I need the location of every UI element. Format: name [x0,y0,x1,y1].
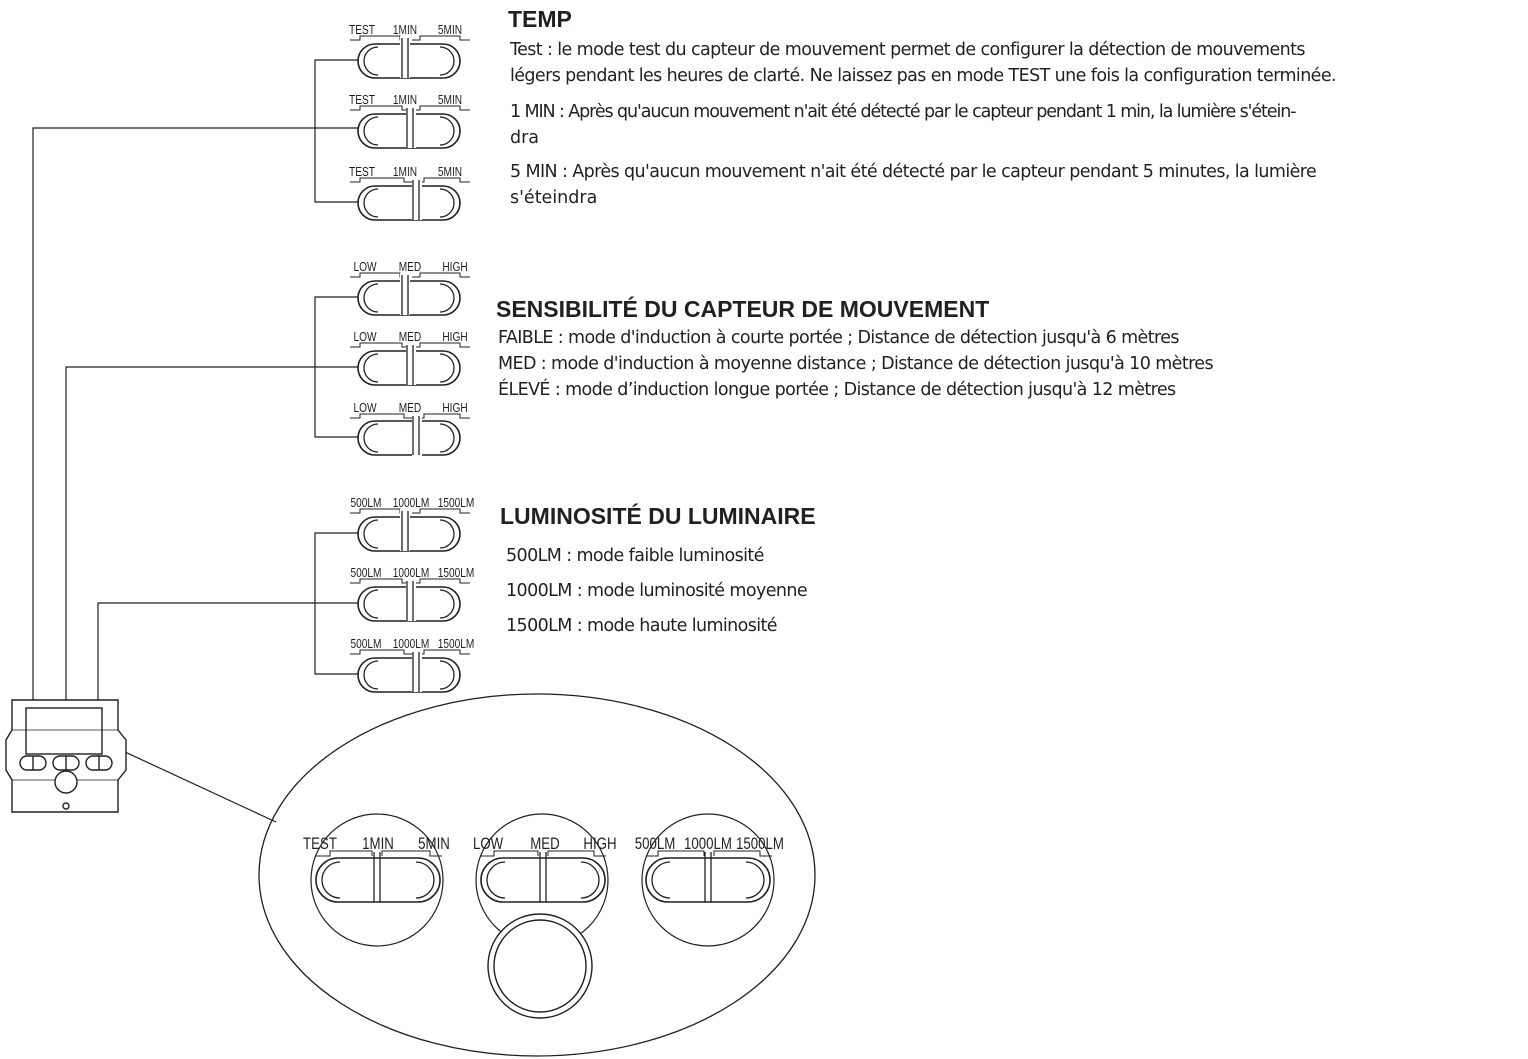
switch-label-high: HIGH [442,401,467,415]
switch-label-test: TEST [349,23,375,37]
temp-line-2: légers pendant les heures de clarté. Ne … [510,66,1337,86]
switch-label-med: MED [399,260,422,274]
brightness-line-2: 1000LM : mode luminosité moyenne [506,581,808,601]
device-window [25,707,103,755]
switch-label-1min: 1MIN [393,93,417,107]
switch-label-1500lm: 1500LM [736,835,784,854]
temp-heading: TEMP [508,6,572,32]
brightness-heading: LUMINOSITÉ DU LUMINAIRE [500,503,816,529]
brightness-switch-1500lm[interactable]: 500LM 1000LM 1500LM [350,637,475,693]
switch-label-high: HIGH [442,330,467,344]
switch-label-500lm: 500LM [351,566,382,580]
temp-switch-group: TEST 1MIN 5MIN TEST 1MIN 5MIN TEST 1MIN … [349,23,470,221]
switch-label-1000lm: 1000LM [684,835,732,854]
switch-label-low: LOW [353,260,376,274]
sensitivity-line-1: FAIBLE : mode d'induction à courte porté… [498,328,1179,348]
device-sensor-lens [54,770,78,794]
temp-line-5: 5 MIN : Après qu'aucun mouvement n'ait é… [510,162,1317,182]
switch-label-1min: 1MIN [362,835,394,854]
switch-label-1500lm: 1500LM [438,496,475,510]
wiring-lines [32,59,360,823]
device-screw [62,802,70,810]
switch-label-1000lm: 1000LM [393,637,430,651]
sensitivity-switch-group: LOW MED HIGH LOW MED HIGH LOW MED HIGH [350,260,470,456]
switch-label-low: LOW [473,835,504,854]
brightness-switch-group: 500LM 1000LM 1500LM 500LM 1000LM 1500LM … [350,496,475,693]
temp-line-3: 1 MIN : Après qu'aucun mouvement n'ait é… [510,102,1297,122]
switch-label-5min: 5MIN [418,835,450,854]
switch-label-med: MED [530,835,559,854]
temp-switch-test[interactable]: TEST 1MIN 5MIN [349,23,470,79]
brightness-switch-1000lm[interactable]: 500LM 1000LM 1500LM [350,566,475,622]
switch-label-test: TEST [303,835,337,854]
temp-switch-5min[interactable]: TEST 1MIN 5MIN [349,165,470,221]
temp-line-1: Test : le mode test du capteur de mouvem… [510,40,1306,60]
temp-line-4: dra [510,128,540,148]
brightness-line-3: 1500LM : mode haute luminosité [506,616,778,636]
switch-label-low: LOW [353,401,376,415]
switch-label-low: LOW [353,330,376,344]
switch-label-high: HIGH [442,260,467,274]
switch-label-500lm: 500LM [351,496,382,510]
switch-label-high: HIGH [583,835,616,854]
switch-label-test: TEST [349,165,375,179]
switch-label-1500lm: 1500LM [438,566,475,580]
switch-label-5min: 5MIN [438,93,462,107]
sensor-device [5,699,127,813]
switch-label-5min: 5MIN [438,23,462,37]
switch-label-med: MED [399,330,422,344]
switch-label-1000lm: 1000LM [393,496,430,510]
sensitivity-switch-med[interactable]: LOW MED HIGH [350,330,470,386]
temp-line-6: s'éteindra [510,188,598,208]
switch-label-1500lm: 1500LM [438,637,475,651]
detail-brightness-switch: 500LM 1000LM 1500LM [635,813,784,947]
switch-label-500lm: 500LM [635,835,676,854]
device-switch-middle [52,755,80,771]
switch-label-test: TEST [349,93,375,107]
brightness-line-1: 500LM : mode faible luminosité [506,546,764,566]
switch-label-5min: 5MIN [438,165,462,179]
switch-label-med: MED [399,401,422,415]
switch-label-1000lm: 1000LM [393,566,430,580]
switch-label-1min: 1MIN [393,165,417,179]
switch-label-1min: 1MIN [393,23,417,37]
sensitivity-line-2: MED : mode d'induction à moyenne distanc… [498,354,1214,374]
sensitivity-switch-low[interactable]: LOW MED HIGH [350,260,470,316]
detail-sensor-lens [487,913,593,1019]
detail-ellipse [258,693,816,1057]
detail-sensitivity-switch: LOW MED HIGH [473,813,617,947]
detail-zoom: TEST 1MIN 5MIN LOW MED HIGH [258,693,816,1057]
device-switch-left [19,755,47,771]
device-switch-right [85,755,113,771]
brightness-switch-500lm[interactable]: 500LM 1000LM 1500LM [350,496,475,552]
detail-temp-switch: TEST 1MIN 5MIN [303,813,450,947]
sensitivity-heading: SENSIBILITÉ DU CAPTEUR DE MOUVEMENT [496,296,990,322]
sensitivity-switch-high[interactable]: LOW MED HIGH [350,401,470,456]
sensitivity-line-3: ÉLEVÉ : mode d’induction longue portée ;… [498,380,1176,400]
switch-label-500lm: 500LM [351,637,382,651]
temp-switch-1min[interactable]: TEST 1MIN 5MIN [349,93,470,149]
